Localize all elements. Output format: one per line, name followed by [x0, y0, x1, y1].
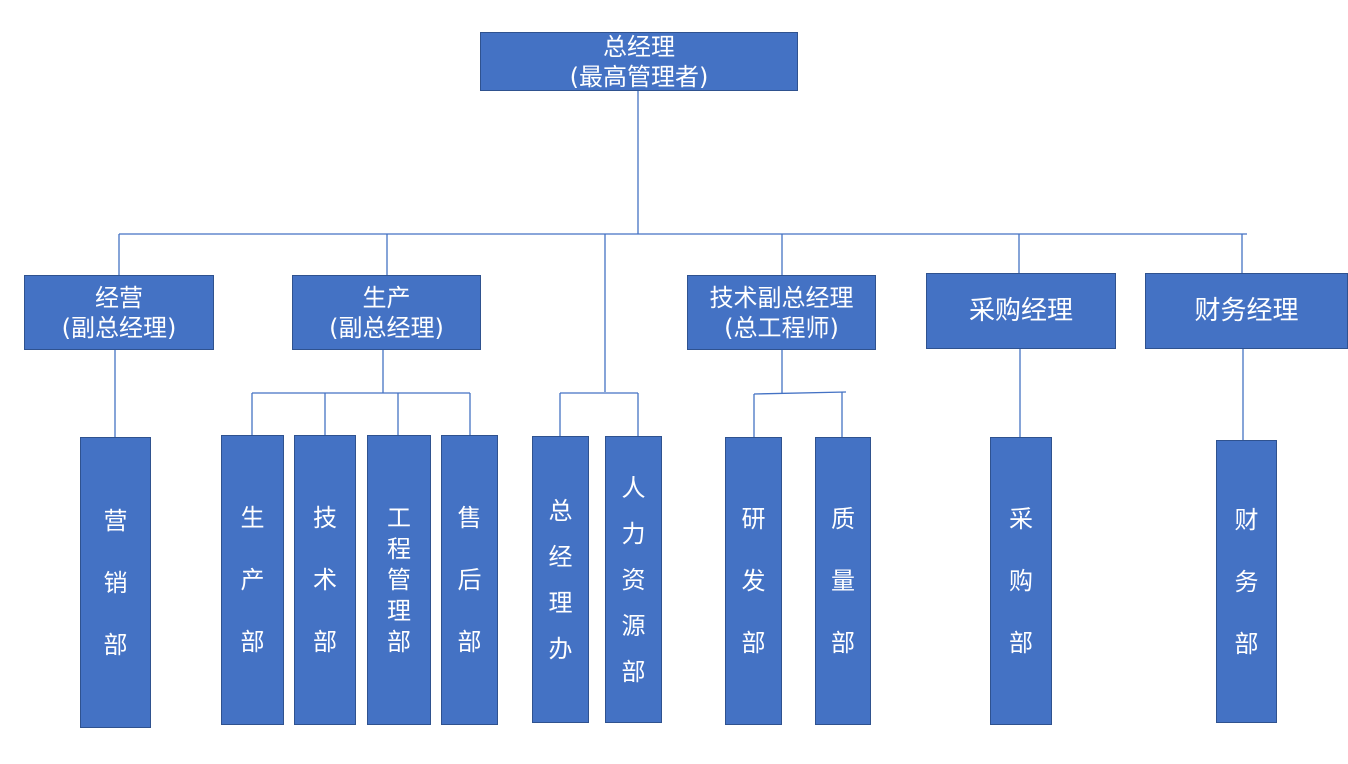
tech-vp-box: 技术副总经理 (总工程师) — [687, 275, 876, 350]
after-sales-dept-label: 售后部 — [457, 504, 482, 656]
production-dept-label: 生产部 — [240, 504, 265, 656]
production-vp-box: 生产 (副总经理) — [292, 275, 481, 350]
tech-vp-subtitle: (总工程师) — [724, 313, 839, 342]
production-vp-subtitle: (副总经理) — [329, 313, 444, 342]
engineering-dept-box: 工程管理部 — [367, 435, 431, 725]
finance-manager-title: 财务经理 — [1194, 296, 1299, 326]
quality-dept-box: 质量部 — [815, 437, 871, 725]
technology-dept-box: 技术部 — [294, 435, 356, 725]
sales-vp-title: 经营 — [95, 283, 143, 312]
gm-office-box: 总经理办 — [532, 436, 589, 723]
sales-vp-box: 经营 (副总经理) — [24, 275, 214, 350]
general-manager-title: 总经理 — [603, 32, 675, 61]
after-sales-dept-box: 售后部 — [441, 435, 498, 725]
production-dept-box: 生产部 — [221, 435, 284, 725]
rd-dept-box: 研发部 — [725, 437, 782, 725]
sales-vp-subtitle: (副总经理) — [61, 313, 177, 342]
production-vp-title: 生产 — [362, 283, 411, 312]
rd-dept-label: 研发部 — [741, 505, 766, 657]
tech-vp-title: 技术副总经理 — [709, 283, 854, 312]
marketing-dept-box: 营销部 — [80, 437, 151, 728]
marketing-dept-label: 营销部 — [103, 506, 128, 659]
purchase-manager-box: 采购经理 — [926, 273, 1116, 349]
hr-dept-label: 人力资源部 — [621, 473, 646, 686]
technology-dept-label: 技术部 — [313, 504, 337, 656]
engineering-dept-label: 工程管理部 — [387, 503, 411, 656]
gm-office-label: 总经理办 — [548, 496, 573, 663]
hr-dept-box: 人力资源部 — [605, 436, 662, 723]
finance-dept-label: 财务部 — [1234, 505, 1259, 658]
general-manager-box: 总经理 (最高管理者) — [480, 32, 798, 91]
purchasing-dept-box: 采购部 — [990, 437, 1052, 725]
general-manager-subtitle: (最高管理者) — [569, 62, 709, 91]
purchase-manager-title: 采购经理 — [968, 296, 1073, 326]
purchasing-dept-label: 采购部 — [1009, 505, 1033, 657]
finance-manager-box: 财务经理 — [1145, 273, 1348, 349]
quality-dept-label: 质量部 — [831, 505, 855, 657]
finance-dept-box: 财务部 — [1216, 440, 1277, 723]
